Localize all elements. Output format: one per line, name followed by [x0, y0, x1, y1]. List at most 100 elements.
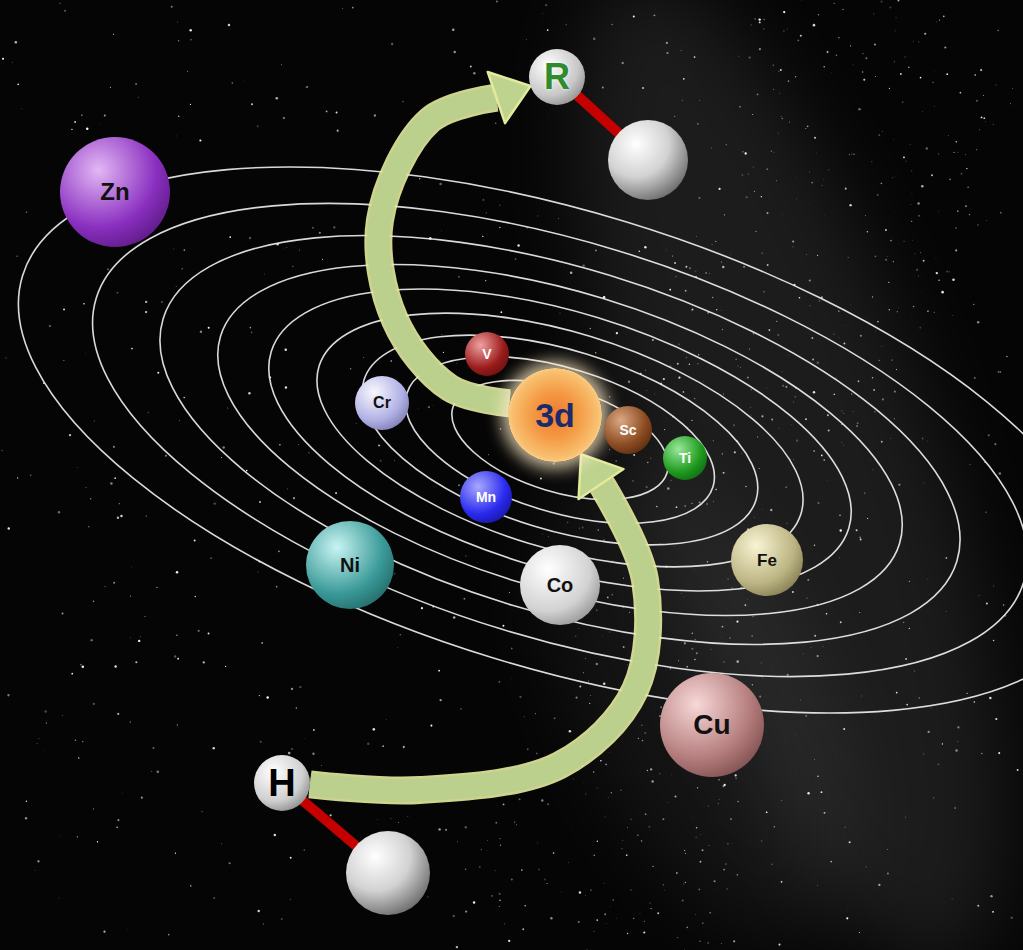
star	[893, 418, 895, 420]
star	[78, 757, 79, 758]
star	[510, 678, 512, 680]
star	[933, 71, 935, 73]
star	[825, 557, 826, 558]
star	[651, 908, 652, 909]
star	[894, 61, 895, 62]
star	[905, 160, 906, 161]
star	[633, 454, 635, 456]
reaction-arrow	[310, 454, 648, 790]
element-planet: Ni	[306, 521, 394, 609]
element-symbol: 3d	[535, 398, 575, 432]
star	[694, 56, 696, 58]
star	[696, 652, 698, 654]
star	[999, 472, 1002, 475]
star	[1000, 212, 1002, 214]
star	[895, 30, 896, 31]
star	[104, 586, 105, 587]
star	[733, 424, 735, 426]
star	[676, 506, 678, 508]
star	[865, 57, 867, 59]
star	[664, 429, 665, 430]
star	[860, 539, 862, 541]
star	[293, 497, 295, 499]
star	[465, 910, 467, 912]
star	[919, 327, 921, 329]
star	[833, 333, 834, 334]
orbit	[234, 229, 886, 650]
star	[819, 300, 821, 302]
star	[833, 393, 835, 395]
star	[689, 364, 691, 366]
star	[918, 41, 919, 42]
star	[754, 18, 756, 20]
star	[746, 196, 748, 198]
star	[681, 50, 682, 51]
star	[729, 254, 731, 256]
star	[871, 161, 873, 163]
star	[872, 377, 874, 379]
star	[745, 152, 747, 154]
star	[895, 17, 897, 19]
star	[81, 114, 82, 115]
star	[735, 777, 737, 779]
star	[286, 247, 288, 249]
star	[281, 918, 283, 920]
star	[811, 337, 813, 339]
star	[843, 413, 844, 414]
star	[841, 441, 843, 443]
star	[62, 613, 64, 615]
star	[910, 203, 912, 205]
star	[974, 377, 976, 379]
star	[813, 24, 816, 27]
star	[175, 285, 177, 287]
star	[88, 526, 90, 528]
star	[628, 381, 630, 383]
star	[682, 100, 683, 101]
star	[909, 143, 911, 145]
star	[927, 311, 928, 312]
star	[924, 33, 926, 35]
star	[920, 77, 922, 79]
star	[702, 849, 704, 851]
star	[786, 522, 788, 524]
star	[747, 376, 749, 378]
star	[503, 625, 505, 627]
star	[723, 661, 724, 662]
star	[540, 478, 542, 480]
star	[714, 880, 716, 882]
star	[776, 180, 777, 181]
star	[878, 884, 880, 886]
star	[214, 502, 216, 504]
star	[921, 185, 924, 188]
star	[718, 799, 720, 801]
star	[482, 236, 483, 237]
star	[182, 268, 183, 269]
star	[718, 779, 720, 781]
arrow-head	[579, 454, 624, 499]
star	[839, 514, 841, 516]
star	[787, 449, 789, 451]
star	[292, 266, 293, 267]
star	[877, 321, 879, 323]
star	[333, 226, 335, 228]
star	[698, 197, 700, 199]
star	[904, 56, 906, 58]
star	[758, 652, 760, 654]
star	[745, 486, 746, 487]
star	[597, 529, 599, 531]
star	[816, 361, 819, 364]
star	[666, 249, 668, 251]
star	[575, 697, 577, 699]
star	[918, 215, 919, 216]
star	[859, 537, 861, 539]
star	[939, 20, 940, 21]
star	[931, 174, 933, 176]
star	[943, 15, 945, 17]
star	[107, 268, 109, 270]
star	[761, 415, 763, 417]
star	[793, 94, 795, 96]
star	[938, 763, 940, 765]
star	[786, 28, 788, 30]
star	[71, 673, 73, 675]
star	[770, 509, 772, 511]
